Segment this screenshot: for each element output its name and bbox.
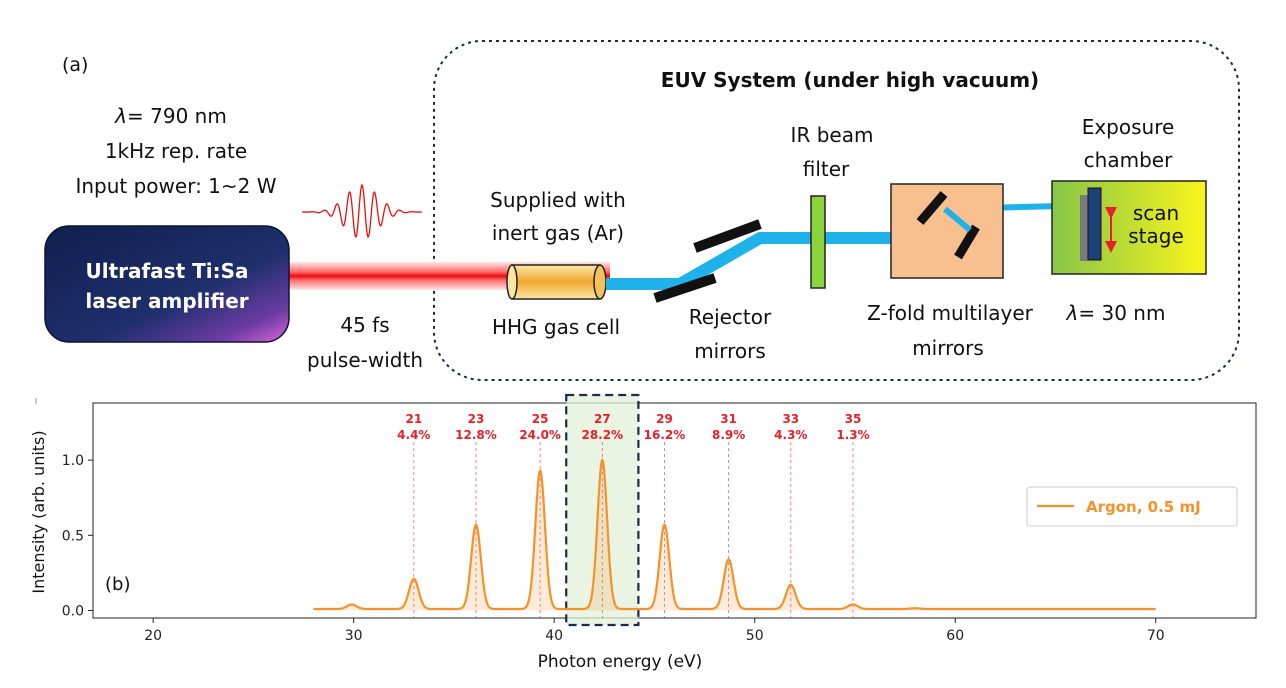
legend-box [1026,486,1238,527]
laser-box-label-2: laser amplifier [85,289,248,313]
harmonic-order-label: 35 [845,412,862,426]
hhg-cell-label: HHG gas cell [492,315,620,339]
harmonic-order-label: 27 [594,412,611,426]
legend: Argon, 0.5 mJ [1026,486,1238,527]
legend-series-label: Argon, 0.5 mJ [1086,498,1201,516]
scan-label-2: stage [1128,224,1184,248]
harmonic-order-label: 21 [405,412,422,426]
harmonic-order-label: 31 [720,412,737,426]
laser-input-power: Input power: 1~2 W [75,174,276,198]
tick-layer: 20 30 40 50 60 70 0.0 0.5 1.0 [62,453,1165,644]
harmonic-order-label: 25 [532,412,549,426]
zfold-label-2: mirrors [912,336,984,360]
harmonic-percent-label: 1.3% [836,428,869,442]
zfold-mirror-2 [954,224,980,260]
gas-supply-label-1: Supplied with [490,188,626,212]
x-axis-label: Photon energy (eV) [538,652,703,672]
panel-b-spectrum-chart: 21 4.4% 23 12.8% 25 24.0% 27 28.2% 29 16.2% 31 8.9%… [29,393,1257,672]
harmonic-percent-label: 4.4% [397,428,430,442]
harmonic-order-label: 23 [468,412,485,426]
gas-supply-label-2: inert gas (Ar) [492,221,624,245]
euv-lambda-symbol: λ [1066,301,1079,325]
harmonic-percent-label: 16.2% [644,428,686,442]
x-tick-label: 60 [946,628,964,644]
scan-stage-plate [1087,187,1102,261]
ir-filter-label-2: filter [803,157,850,181]
x-tick-label: 20 [144,628,162,644]
x-tick-label: 50 [746,628,764,644]
y-tick-label: 0.5 [62,528,84,544]
ir-filter-label-1: IR beam [791,123,874,147]
harmonic-line-layer [413,442,854,618]
x-tick-label: 30 [345,628,363,644]
pulse-width-label: pulse-width [307,348,423,372]
euv-wavelength-value: = 30 nm [1078,301,1165,325]
exposure-chamber-box [1051,180,1207,275]
pulse-waveform-icon [302,183,422,238]
laser-amplifier-box [44,225,290,343]
y-tick-label: 1.0 [62,453,84,469]
rejector-label-2: mirrors [694,339,766,363]
harmonic-percent-label: 4.3% [774,428,807,442]
pulse-width-value: 45 fs [340,313,389,337]
euv-beam-path [606,232,892,290]
laser-box-label-1: Ultrafast Ti:Sa [85,259,248,283]
hhg-cell-end-right [593,264,607,300]
y-axis-label: Intensity (arb. units) [29,430,48,593]
laser-rep-rate: 1kHz rep. rate [105,139,247,163]
harmonic-label-layer: 21 4.4% 23 12.8% 25 24.0% 27 28.2% 29 16.2% 31 8.9%… [397,412,869,442]
euv-system-title: EUV System (under high vacuum) [661,68,1039,92]
harmonic-percent-label: 24.0% [519,428,561,442]
harmonic-percent-label: 8.9% [712,428,745,442]
harmonic-percent-label: 28.2% [581,428,623,442]
rejector-label-1: Rejector [689,305,772,329]
panel-b-label: (b) [105,574,130,595]
laser-wavelength-value: = 790 nm [127,104,227,128]
zfold-beam-inner [943,206,972,233]
harmonic-order-label: 29 [656,412,673,426]
euv-system-boundary [433,40,1240,381]
scan-label-1: scan [1133,201,1179,225]
x-tick-label: 70 [1147,628,1165,644]
harmonic-percent-label: 12.8% [455,428,497,442]
exposure-label-2: chamber [1084,148,1173,172]
hhg-cell-end-left [506,264,518,300]
x-tick-label: 40 [545,628,563,644]
lambda-symbol: λ [114,104,127,128]
ir-beam-filter [810,195,826,289]
zfold-mirror-box [890,183,1004,279]
zfold-mirror-1 [916,191,948,225]
sample-holder [1080,195,1088,261]
harmonic-order-label: 33 [782,412,799,426]
panel-a-setup: (a) EUV System (under high vacuum) λ= 79… [44,40,1240,381]
panel-a-label: (a) [62,54,88,76]
exposure-label-1: Exposure [1082,115,1175,139]
zfold-label-1: Z-fold multilayer [867,301,1034,325]
curve-layer [313,457,1156,611]
y-tick-label: 0.0 [62,603,84,619]
spectrum-line [313,457,1156,611]
hhg-gas-cell [511,264,601,300]
rejector-mirror-2 [653,273,717,303]
laser-wavelength: λ= 790 nm [114,104,227,128]
rejector-mirror-1 [693,219,762,253]
euv-wavelength: λ= 30 nm [1066,301,1166,325]
